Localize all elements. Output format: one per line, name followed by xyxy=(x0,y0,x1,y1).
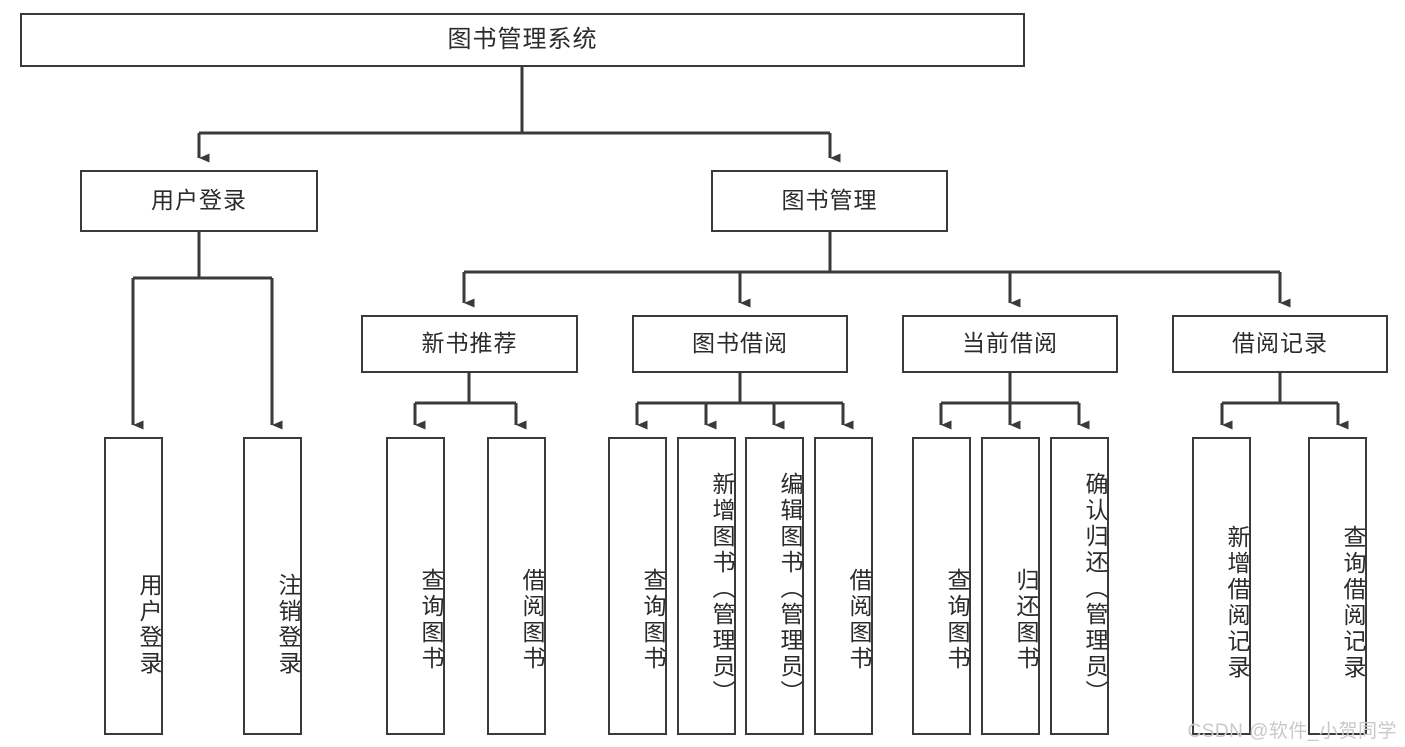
leaf-recommend-borrow-book[interactable]: 借阅图书 xyxy=(487,437,546,735)
leaf-recommend-query-book[interactable]: 查询图书 xyxy=(386,437,445,735)
leaf-borrow-edit-book-admin[interactable]: 编辑图书（管理员） xyxy=(745,437,804,735)
leaf-record-add-record[interactable]: 新增借阅记录 xyxy=(1192,437,1251,735)
leaf-record-query-record[interactable]: 查询借阅记录 xyxy=(1308,437,1367,735)
leaf-current-return-book[interactable]: 归还图书 xyxy=(981,437,1040,735)
csdn-watermark: CSDN @软件_小贺同学 xyxy=(1187,721,1397,742)
leaf-borrow-query-book[interactable]: 查询图书 xyxy=(608,437,667,735)
leaf-borrow-add-book-admin[interactable]: 新增图书（管理员） xyxy=(677,437,736,735)
node-current-borrow[interactable]: 当前借阅 xyxy=(902,315,1118,373)
node-new-book-recommend[interactable]: 新书推荐 xyxy=(361,315,578,373)
node-borrow-record[interactable]: 借阅记录 xyxy=(1172,315,1388,373)
leaf-current-query-book[interactable]: 查询图书 xyxy=(912,437,971,735)
leaf-current-confirm-return-admin[interactable]: 确认归还（管理员） xyxy=(1050,437,1109,735)
node-root-system[interactable]: 图书管理系统 xyxy=(20,13,1025,67)
leaf-user-login-logout[interactable]: 注销登录 xyxy=(243,437,302,735)
node-book-borrow[interactable]: 图书借阅 xyxy=(632,315,848,373)
node-book-management[interactable]: 图书管理 xyxy=(711,170,948,232)
node-user-login[interactable]: 用户登录 xyxy=(80,170,318,232)
leaf-user-login-login[interactable]: 用户登录 xyxy=(104,437,163,735)
leaf-borrow-borrow-book[interactable]: 借阅图书 xyxy=(814,437,873,735)
